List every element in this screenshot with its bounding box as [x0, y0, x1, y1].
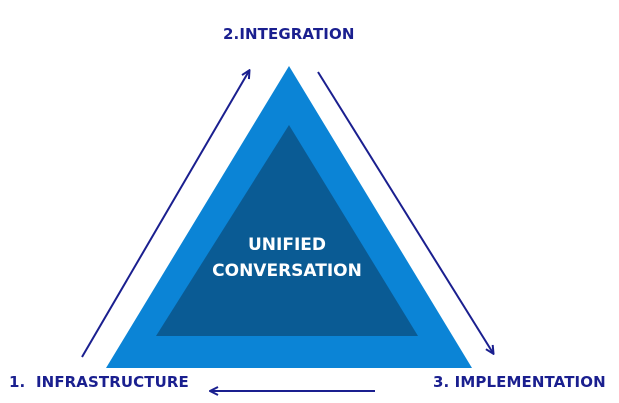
stage-label-integration: 2.INTEGRATION: [223, 25, 355, 43]
center-label-line-2: CONVERSATION: [212, 261, 362, 281]
inner-triangle: [156, 125, 418, 336]
stage-label-implementation: 3. IMPLEMENTATION: [433, 373, 606, 391]
arrow-integration-to-implementation: [317, 71, 493, 353]
center-label-line-1: UNIFIED: [247, 235, 327, 255]
arrow-infrastructure-to-integration: [81, 71, 249, 358]
stage-label-infrastructure: 1. INFRASTRUCTURE: [9, 373, 189, 391]
center-label: UNIFIED CONVERSATION: [182, 232, 392, 284]
